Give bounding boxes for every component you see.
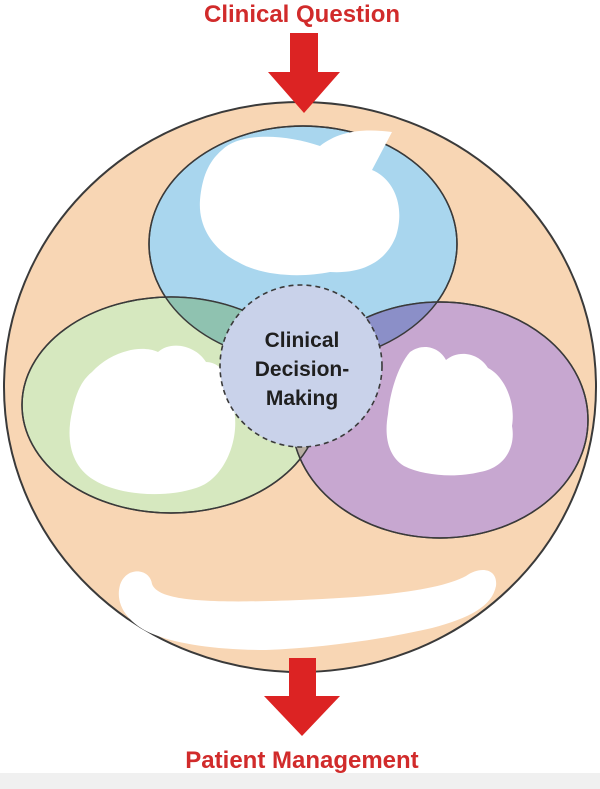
bottom-down-arrow bbox=[264, 658, 340, 736]
center-label-line-1: Clinical bbox=[265, 329, 340, 352]
bottom-band bbox=[0, 773, 600, 789]
top-title: Clinical Question bbox=[204, 1, 400, 28]
redaction-right-label bbox=[386, 346, 513, 476]
bottom-title: Patient Management bbox=[185, 747, 418, 774]
redaction-bottom-label bbox=[118, 570, 497, 650]
redaction-top-label bbox=[199, 130, 400, 276]
redaction-left-label bbox=[69, 345, 236, 495]
center-decision-circle bbox=[219, 284, 383, 448]
center-label-line-2: Decision- bbox=[255, 358, 350, 381]
center-label-line-3: Making bbox=[266, 387, 338, 410]
top-down-arrow bbox=[268, 33, 340, 113]
